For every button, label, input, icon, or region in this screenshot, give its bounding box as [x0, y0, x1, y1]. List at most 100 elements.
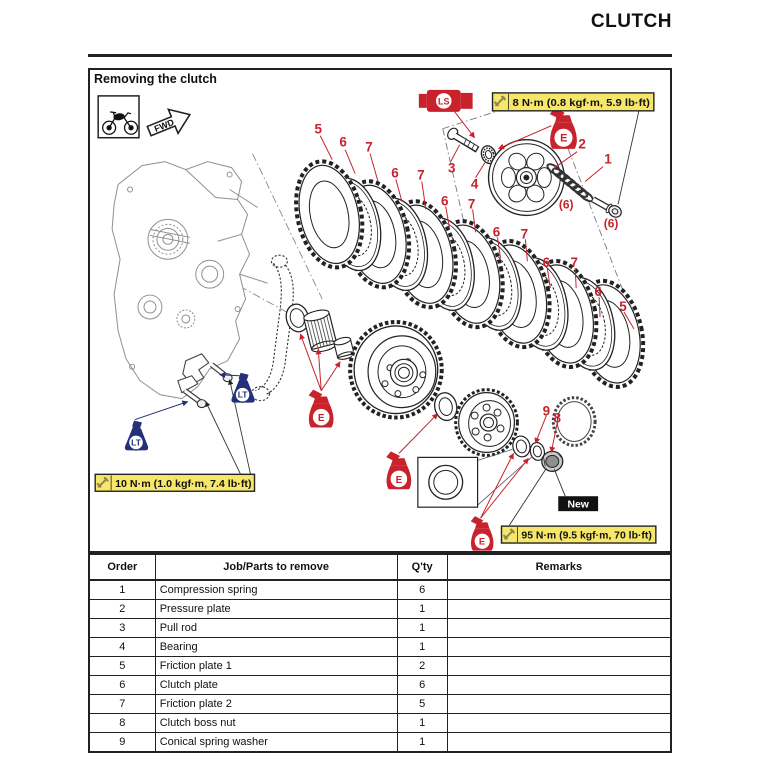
clutch-boss	[454, 388, 519, 457]
cell-order: 2	[88, 599, 156, 619]
e-symbol-label: E	[560, 133, 567, 145]
e-symbol-label: E	[396, 475, 403, 486]
lt-symbol-label: LT	[238, 390, 249, 400]
e-symbol: E	[548, 106, 578, 150]
clutch-housing	[348, 319, 444, 420]
cell-qty: 1	[396, 732, 448, 753]
col-header-order: Order	[88, 553, 156, 581]
drive-chain	[250, 254, 294, 402]
table-row: 9 Conical spring washer 1	[88, 732, 672, 753]
table-row: 4 Bearing 1	[88, 637, 672, 657]
spacer	[333, 336, 355, 360]
torque-spec-text: 8 N·m (0.8 kgf·m, 5.9 lb·ft)	[512, 98, 649, 109]
callout: 6	[493, 224, 500, 239]
table-row: 2 Pressure plate 1	[88, 599, 672, 619]
pushrod-lever	[177, 353, 233, 409]
callout: 4	[471, 177, 479, 192]
new-label: New	[558, 496, 599, 512]
cell-qty: 1	[396, 713, 448, 733]
callout: 6	[441, 193, 448, 208]
rear-gear	[551, 396, 597, 447]
cell-order: 7	[88, 694, 156, 714]
cell-job: Pressure plate	[154, 599, 398, 619]
cell-job: Friction plate 2	[154, 694, 398, 714]
e-symbol: E	[469, 515, 495, 551]
callout: 2	[578, 137, 585, 152]
callout: 5	[315, 122, 323, 137]
callout: 7	[570, 255, 577, 270]
col-header-qty: Q'ty	[396, 553, 448, 581]
torque-spec-text: 95 N·m (9.5 kgf·m, 70 lb·ft)	[521, 531, 651, 542]
clutch-plate-stack	[284, 153, 655, 396]
pull-rod	[447, 127, 480, 153]
cell-qty: 1	[396, 599, 448, 619]
callout: 6	[543, 255, 550, 270]
inset-detail-box	[417, 449, 533, 508]
blue-leaders	[134, 372, 240, 421]
red-leaders	[299, 111, 635, 519]
cell-remarks	[446, 656, 672, 676]
cell-remarks	[446, 694, 672, 714]
e-symbol: E	[385, 450, 413, 491]
cell-order: 3	[88, 618, 156, 638]
washer	[433, 392, 458, 422]
callout: 7	[417, 168, 424, 183]
thrust-washer	[285, 303, 310, 333]
callout: 6	[594, 284, 601, 299]
lt-symbol: LT	[124, 419, 149, 452]
table-header-row: Order Job/Parts to remove Q'ty Remarks	[88, 553, 672, 581]
figure-box: LS E E E E LT	[88, 68, 672, 553]
table-row: 7 Friction plate 2 5	[88, 694, 672, 714]
callout: 7	[468, 196, 475, 211]
header-rule	[88, 54, 672, 57]
cell-qty: 6	[396, 675, 448, 695]
engine-case-sketch	[111, 161, 268, 400]
fwd-arrow-icon: FWD	[146, 108, 192, 137]
table-row: 1 Compression spring 6	[88, 579, 672, 600]
cell-job: Compression spring	[154, 579, 398, 600]
cell-remarks	[446, 579, 672, 600]
torque-spec-box: 8 N·m (0.8 kgf·m, 5.9 lb·ft)	[491, 92, 655, 112]
needle-bearing	[303, 309, 338, 353]
cell-qty: 1	[396, 618, 448, 638]
callout: 6	[391, 166, 398, 181]
cell-order: 9	[88, 732, 156, 753]
col-header-job: Job/Parts to remove	[154, 553, 398, 581]
cell-qty: 2	[396, 656, 448, 676]
col-header-remarks: Remarks	[446, 553, 672, 581]
callout-qty: (6)	[604, 216, 619, 230]
figure-caption: Removing the clutch	[94, 72, 217, 86]
new-label-text: New	[567, 500, 589, 511]
cell-qty: 6	[396, 579, 448, 600]
torque-spec-box: 95 N·m (9.5 kgf·m, 70 lb·ft)	[500, 525, 657, 544]
e-symbol: E	[307, 388, 335, 429]
exploded-diagram: LS E E E E LT	[94, 89, 657, 551]
cell-qty: 5	[396, 694, 448, 714]
callout: 8	[554, 411, 562, 426]
callout: 3	[448, 161, 455, 176]
table-row: 8 Clutch boss nut 1	[88, 713, 672, 733]
cell-qty: 1	[396, 637, 448, 657]
callout: 5	[619, 299, 627, 314]
clutch-boss-nut	[541, 450, 564, 472]
cell-remarks	[446, 618, 672, 638]
e-symbol-label: E	[479, 537, 485, 548]
pressure-plate	[487, 139, 565, 217]
cell-order: 5	[88, 656, 156, 676]
cell-job: Bearing	[154, 637, 398, 657]
lever-bolt	[183, 388, 207, 409]
cell-remarks	[446, 599, 672, 619]
callouts: 5 6 7 6 7 3 4 6 7 6 7 6 7 6 5 2 1 (6) (6…	[315, 122, 628, 426]
torque-spec-text: 10 N·m (1.0 kgf·m, 7.4 lb·ft)	[115, 479, 251, 490]
parts-table: Order Job/Parts to remove Q'ty Remarks 1…	[88, 553, 672, 753]
cell-remarks	[446, 713, 672, 733]
torque-spec-box: 10 N·m (1.0 kgf·m, 7.4 lb·ft)	[94, 473, 256, 492]
callout: 1	[604, 152, 612, 167]
ls-symbol: LS	[418, 89, 473, 112]
wrench-icon	[502, 528, 516, 540]
e-symbol-label: E	[318, 413, 325, 424]
cell-remarks	[446, 732, 672, 753]
cell-job: Clutch plate	[154, 675, 398, 695]
callout: 7	[365, 140, 372, 155]
